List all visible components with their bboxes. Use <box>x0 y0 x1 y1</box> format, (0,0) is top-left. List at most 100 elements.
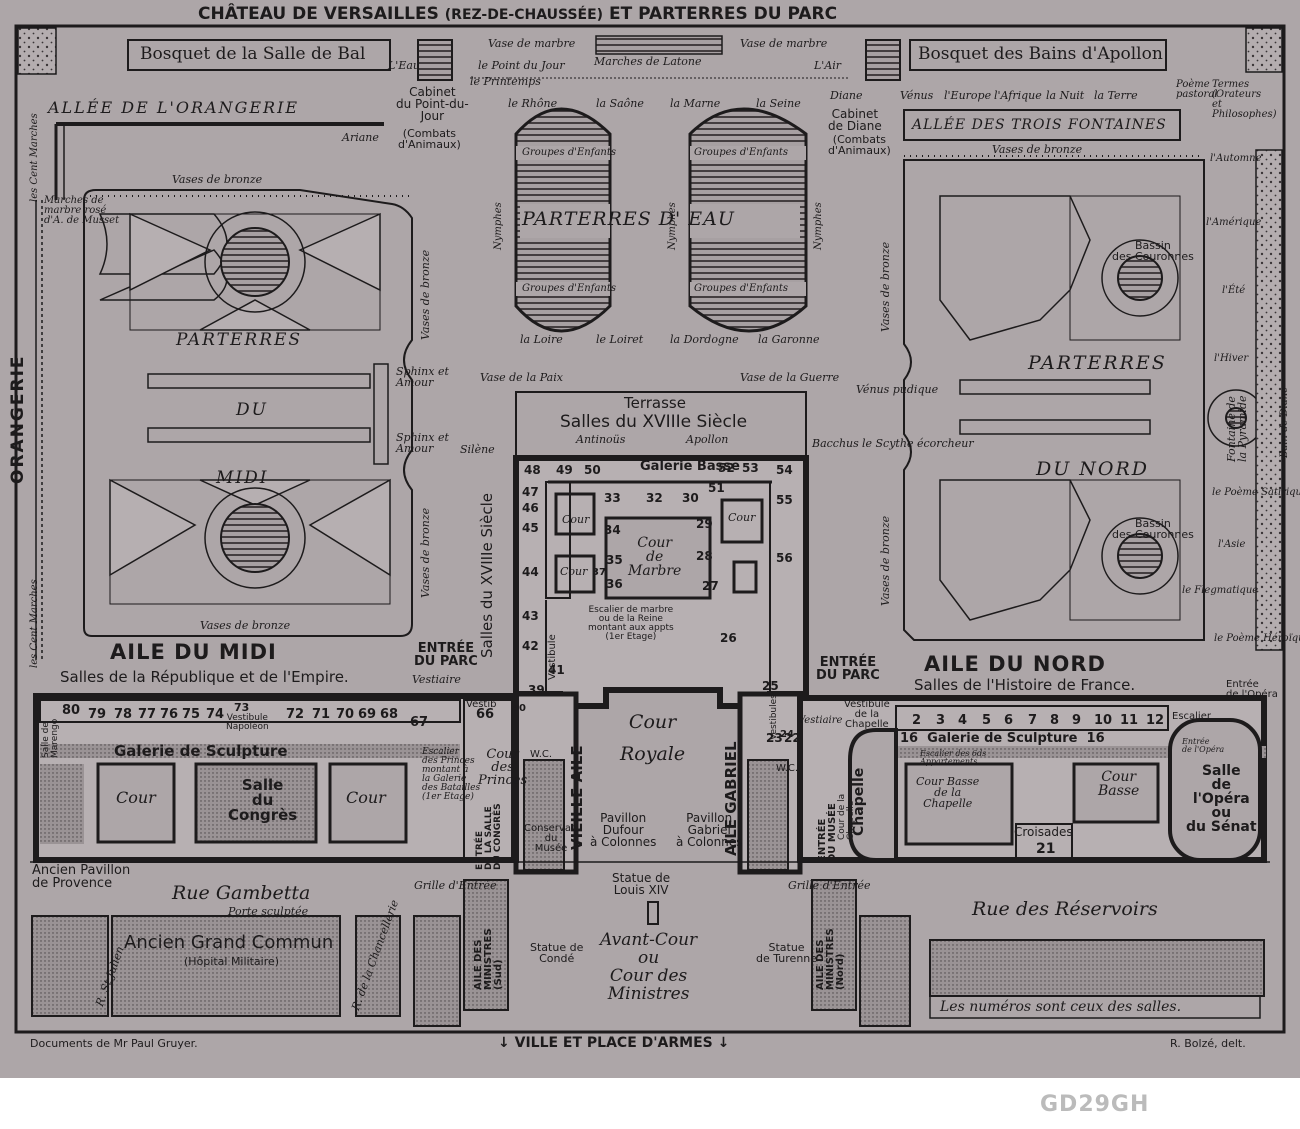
room-23: 23 <box>766 731 783 745</box>
room-67: 67 <box>410 715 429 730</box>
cour-de-la-chapelle: Cour de la Chapelle <box>837 793 856 840</box>
statue-printemps: le Printemps <box>470 75 541 88</box>
aile-du-nord-building <box>797 695 1267 863</box>
credit-documents: Documents de Mr Paul Gruyer. <box>30 1037 198 1050</box>
room-42: 42 <box>522 639 539 653</box>
vestiaire-left: Vestiaire <box>412 673 461 686</box>
cour-midi-1: Cour <box>116 788 156 807</box>
cour-small-2: Cour <box>560 565 588 578</box>
room-75: 75 <box>182 707 201 722</box>
statue-terre: la Terre <box>1094 89 1138 102</box>
statue-antinous: Antinoüs <box>576 433 626 446</box>
statue-rhone: le Rhône <box>508 97 558 110</box>
porte-sculptee: Porte sculptée <box>228 905 309 918</box>
statue-loire: la Loire <box>520 333 563 346</box>
room-32: 32 <box>646 491 663 505</box>
map-sheet: CHÂTEAU DE VERSAILLES (REZ-DE-CHAUSSÉE) … <box>0 0 1300 1078</box>
salle-de-marengo: Salle de Marengo <box>41 718 60 758</box>
room-55: 55 <box>776 493 793 507</box>
salles-xviii-label: Salles du XVIIIe Siècle <box>560 412 748 432</box>
title-part-1: CHÂTEAU DE VERSAILLES <box>198 4 439 24</box>
season-amerique: l'Amérique <box>1206 217 1262 228</box>
vases-de-bronze-top-left: Vases de bronze <box>172 173 263 186</box>
room-5: 5 <box>982 713 992 728</box>
room-37: 37 <box>592 567 606 578</box>
room-71: 71 <box>312 707 331 722</box>
vestiaire-right: Vestiaire <box>798 715 843 726</box>
room-10: 10 <box>1094 713 1113 728</box>
nymphes-1: Nymphes <box>493 202 504 250</box>
escalier-de-la-reine: Escalier de marbre ou de la Reine montan… <box>588 605 674 642</box>
parterres-d-eau <box>514 107 808 333</box>
entree-du-parc-left: ENTRÉE DU PARC <box>414 641 478 669</box>
entree-du-parc-right: ENTRÉE DU PARC <box>816 655 880 683</box>
allee-orangerie-walls <box>35 122 384 660</box>
room-36: 36 <box>606 577 623 591</box>
hopital-militaire: (Hôpital Militaire) <box>184 955 280 968</box>
statue-bacchus: Bacchus <box>812 437 859 450</box>
statue-loiret: le Loiret <box>596 333 644 346</box>
season-asie: l'Asie <box>1218 539 1246 550</box>
vase-de-marbre-left: Vase de marbre <box>488 37 576 50</box>
pavillon-dufour: Pavillon Dufour à Colonnes <box>590 811 657 849</box>
cour-basse: Cour Basse <box>1098 769 1140 799</box>
room-4: 4 <box>958 713 968 728</box>
galerie-de-sculpture-nord: 16 Galerie de Sculpture 16 <box>900 731 1105 746</box>
nymphes-2: Nymphes <box>667 202 678 250</box>
groupes-enfants-3: Groupes d'Enfants <box>522 283 617 294</box>
ancien-pavillon-provence: Ancien Pavillon de Provence <box>32 863 131 891</box>
map-title: CHÂTEAU DE VERSAILLES (REZ-DE-CHAUSSÉE) … <box>198 6 837 23</box>
room-9: 9 <box>1072 713 1082 728</box>
rue-de-la-chancellerie: R. de la Chancellerie <box>349 898 402 1013</box>
parterres-du-nord <box>903 109 1283 651</box>
vases-de-bronze-bottom-left: Vases de bronze <box>200 619 291 632</box>
room-7: 7 <box>1028 713 1038 728</box>
room-35: 35 <box>606 553 623 567</box>
room-43: 43 <box>522 609 539 623</box>
rue-des-reservoirs: Rue des Réservoirs <box>972 898 1158 920</box>
statue-ariane: Ariane <box>342 131 379 144</box>
cabinet-de-diane: Cabinet de Diane <box>828 107 882 133</box>
galerie-de-sculpture-midi: Galerie de Sculpture <box>114 742 288 760</box>
room-51: 51 <box>708 481 725 495</box>
parterres-nord-label: PARTERRES <box>1028 352 1167 374</box>
room-3: 3 <box>936 713 946 728</box>
terrasse-label: Terrasse <box>624 394 686 412</box>
room-39: 39 <box>528 683 545 697</box>
bassin-couronnes-1: Bassin des Couronnes <box>1112 239 1194 263</box>
statue-seine: la Seine <box>756 97 801 110</box>
room-34: 34 <box>604 523 621 537</box>
cour-des-princes: Cour des Princes <box>478 747 528 788</box>
statue-apollon: Apollon <box>686 433 729 446</box>
room-6: 6 <box>1004 713 1014 728</box>
termes-orateurs: Termes (Orateurs et Philosophes) <box>1212 79 1277 120</box>
room-21: 21 <box>1036 841 1056 857</box>
map-labels: CHÂTEAU DE VERSAILLES (REZ-DE-CHAUSSÉE) … <box>8 6 1300 1051</box>
room-28: 28 <box>696 549 713 563</box>
vase-de-la-guerre: Vase de la Guerre <box>740 371 840 384</box>
sphinx-amour-1: Sphinx et Amour <box>396 365 449 389</box>
room-72: 72 <box>286 707 305 722</box>
room-56: 56 <box>776 551 793 565</box>
season-flegmatique: le Flegmatique <box>1182 585 1259 596</box>
statue-l-eau: L'Eau <box>388 59 421 72</box>
watermark-strip <box>0 1078 1300 1129</box>
room-69: 69 <box>358 707 377 722</box>
room-80: 80 <box>62 703 81 718</box>
room-8: 8 <box>1050 713 1060 728</box>
watermark-code: GD29GH <box>1040 1092 1150 1117</box>
cour-royale-label: Cour Royale <box>620 711 686 766</box>
fontaine-pyramide: Fontaine de la Pyramide <box>1225 395 1249 462</box>
marches-de-latone: Marches de Latone <box>594 55 702 68</box>
du-midi-label: DU <box>236 400 268 420</box>
groupes-enfants-2: Groupes d'Enfants <box>694 147 789 158</box>
salle-de-l-opera: Salle de l'Opéra ou du Sénat <box>1186 763 1257 835</box>
room-41: 41 <box>548 663 565 677</box>
cour-de-marbre: Cour de Marbre <box>628 535 682 579</box>
room-70: 70 <box>336 707 355 722</box>
statue-marne: la Marne <box>670 97 721 110</box>
vase-de-la-paix: Vase de la Paix <box>480 371 563 384</box>
statue-venus: Vénus <box>900 89 934 102</box>
allee-orangerie-label: ALLÉE DE L'ORANGERIE <box>48 98 300 117</box>
room-74: 74 <box>206 707 225 722</box>
